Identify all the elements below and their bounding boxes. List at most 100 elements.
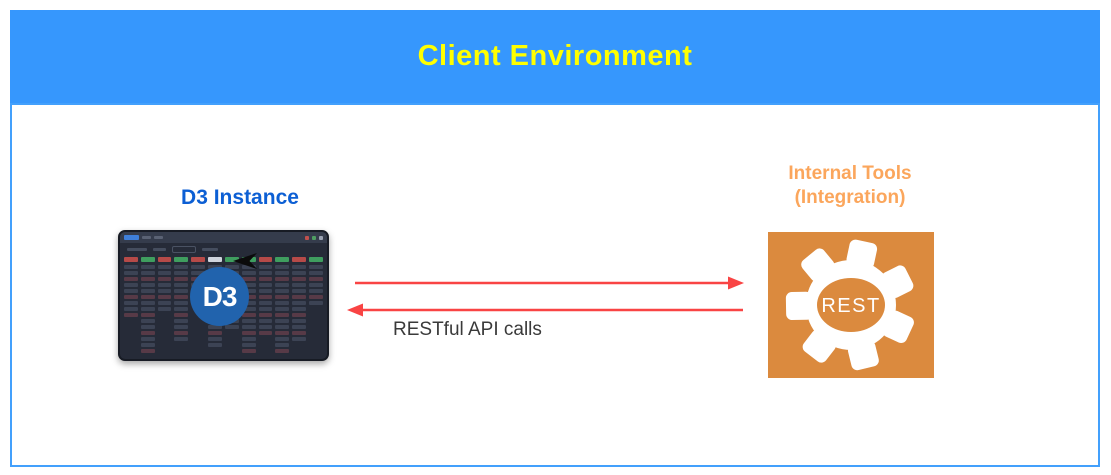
restful-api-label: RESTful API calls [393, 319, 542, 340]
rest-gear-icon: REST [785, 239, 914, 371]
board-row [258, 325, 273, 329]
internal-tools-label-line1: Internal Tools [788, 163, 912, 184]
board-row [157, 301, 172, 305]
board-row [140, 331, 155, 335]
toolbar-search-pill [172, 245, 196, 253]
board-row [224, 325, 239, 329]
board-row [292, 301, 307, 305]
titlebar-dot-icon [305, 235, 309, 240]
board-row [275, 325, 290, 329]
arrowhead-left-icon [347, 303, 363, 317]
board-row [292, 319, 307, 323]
board-row [174, 307, 189, 311]
titlebar-app-button [124, 235, 139, 240]
d3-logo: D3 [190, 267, 249, 326]
board-row [258, 265, 273, 269]
board-row [208, 325, 222, 329]
board-row [140, 337, 155, 341]
board-row [275, 289, 290, 293]
board-row [241, 349, 256, 353]
column-status-chip [224, 257, 239, 262]
board-row [275, 331, 290, 335]
column-status-chip [140, 257, 155, 262]
board-row [140, 289, 155, 293]
board-row [174, 331, 189, 335]
board-row [124, 271, 138, 275]
titlebar-dot-icon [312, 235, 316, 240]
board-row [124, 295, 138, 299]
board-row [208, 331, 222, 335]
board-row [292, 307, 307, 311]
d3-instance-label: D3 Instance [181, 186, 299, 209]
board-row [292, 289, 307, 293]
board-row [208, 343, 222, 347]
board-row [241, 337, 256, 341]
board-row [157, 307, 172, 311]
board-column [275, 257, 290, 353]
board-row [258, 283, 273, 287]
board-row [275, 277, 290, 281]
board-row [292, 277, 307, 281]
board-row [309, 277, 323, 281]
board-row [140, 349, 155, 353]
board-column [124, 257, 138, 353]
d3-logo-text: D3 [202, 280, 238, 312]
column-status-chip [157, 257, 172, 262]
board-row [309, 289, 323, 293]
board-row [174, 301, 189, 305]
board-column [174, 257, 189, 353]
board-row [140, 307, 155, 311]
column-status-chip [191, 257, 206, 262]
board-row [140, 295, 155, 299]
arrowhead-right-icon [728, 276, 744, 290]
toolbar-dash [153, 247, 166, 251]
api-arrows [347, 276, 744, 317]
d3-dashboard-thumbnail: D3 [118, 230, 329, 361]
board-row [258, 313, 273, 317]
board-row [140, 283, 155, 287]
board-row [309, 271, 323, 275]
board-row [124, 283, 138, 287]
internal-tools-label: Internal Tools (Integration) [750, 162, 950, 210]
board-row [241, 325, 256, 329]
board-row [157, 277, 172, 281]
board-row [241, 271, 256, 275]
board-row [140, 325, 155, 329]
column-status-chip [124, 257, 138, 262]
board-row [275, 337, 290, 341]
board-row [140, 265, 155, 269]
board-row [275, 265, 290, 269]
board-row [241, 343, 256, 347]
board-row [258, 331, 273, 335]
titlebar-dot-icon [319, 235, 323, 240]
cursor-arrow-icon [233, 253, 257, 269]
board-row [174, 325, 189, 329]
board-row [174, 319, 189, 323]
board-row [174, 337, 189, 341]
board-column [140, 257, 155, 353]
board-row [241, 313, 256, 317]
header-bar: Client Environment [10, 10, 1100, 103]
board-column [309, 257, 323, 353]
board-row [292, 271, 307, 275]
column-status-chip [292, 257, 307, 262]
board-row [140, 343, 155, 347]
board-row [241, 301, 256, 305]
board-row [241, 289, 256, 293]
board-row [157, 289, 172, 293]
board-row [174, 313, 189, 317]
board-row [275, 301, 290, 305]
board-row [208, 337, 222, 341]
board-row [275, 343, 290, 347]
board-row [275, 283, 290, 287]
board-row [292, 295, 307, 299]
board-row [292, 313, 307, 317]
titlebar-menu-dash [154, 236, 163, 239]
board-row [174, 295, 189, 299]
board-row [174, 283, 189, 287]
board-row [309, 301, 323, 305]
board-column [157, 257, 172, 353]
board-row [309, 265, 323, 269]
board-row [140, 301, 155, 305]
